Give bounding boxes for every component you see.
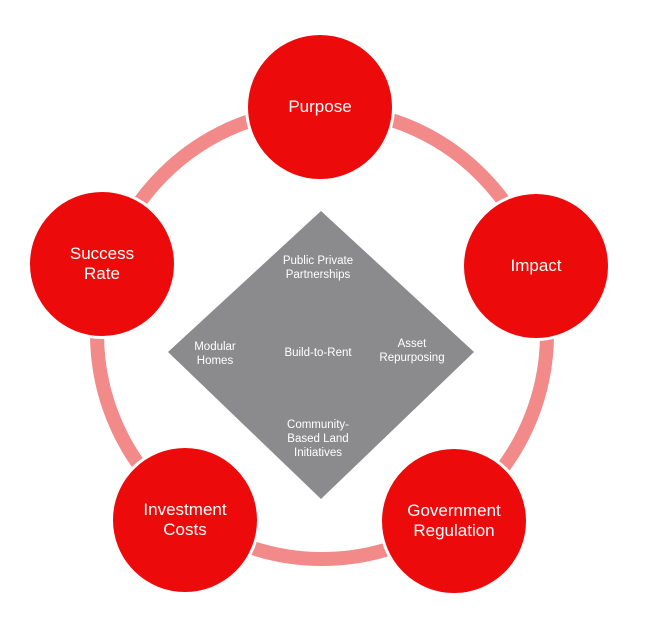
node-purpose-label: Purpose	[288, 97, 352, 116]
node-government-regulation: Government Regulation	[379, 446, 529, 596]
node-success-rate-label: Success Rate	[69, 244, 135, 283]
node-investment-costs-label: Investment Costs	[143, 500, 227, 539]
center-label-asset-repurposing: Asset Repurposing	[379, 338, 445, 364]
node-government-regulation-label: Government Regulation	[407, 501, 501, 540]
node-success-rate: Success Rate	[27, 189, 177, 339]
node-purpose: Purpose	[245, 32, 395, 182]
center-diamond	[168, 211, 474, 499]
node-impact-label: Impact	[510, 256, 562, 275]
node-investment-costs: Investment Costs	[110, 445, 260, 595]
node-impact: Impact	[461, 191, 611, 341]
center-label-public-private: Public Private Partnerships	[282, 255, 354, 281]
center-label-build-to-rent: Build-to-Rent	[284, 347, 352, 359]
center-label-modular-homes: Modular Homes	[194, 341, 236, 367]
center-label-community-land: Community- Based Land Initiatives	[287, 419, 349, 459]
